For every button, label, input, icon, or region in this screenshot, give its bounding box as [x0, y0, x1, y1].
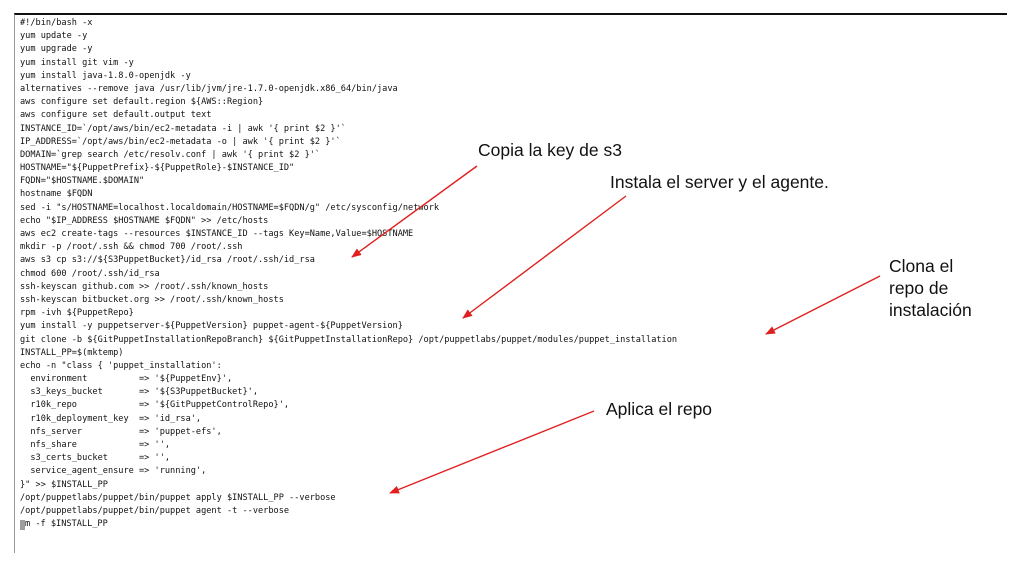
- code-line: IP_ADDRESS=`/opt/aws/bin/ec2-metadata -o…: [20, 136, 341, 147]
- code-line: nfs_server => 'puppet-efs',: [20, 426, 222, 437]
- code-line: r10k_repo => '${GitPuppetControlRepo}',: [20, 400, 290, 411]
- code-line: aws s3 cp s3://${S3PuppetBucket}/id_rsa …: [20, 255, 315, 266]
- text-cursor: [20, 519, 25, 530]
- annotation-install-server: Instala el server y el agente.: [610, 172, 829, 192]
- code-line: /opt/puppetlabs/puppet/bin/puppet apply …: [20, 492, 336, 503]
- code-line: yum install java-1.8.0-openjdk -y: [20, 70, 191, 81]
- code-line: chmod 600 /root/.ssh/id_rsa: [20, 268, 160, 279]
- code-line: aws configure set default.output text: [20, 110, 212, 121]
- annotation-clone-repo-line: Clona el: [889, 256, 954, 276]
- code-line: aws configure set default.region ${AWS::…: [20, 97, 264, 108]
- code-line: alternatives --remove java /usr/lib/jvm/…: [20, 83, 398, 94]
- annotation-apply-repo: Aplica el repo: [606, 399, 713, 419]
- terminal-window[interactable]: #!/bin/bash -x yum update -y yum upgrade…: [14, 13, 1007, 553]
- code-line: yum install -y puppetserver-${PuppetVers…: [20, 321, 403, 332]
- code-line-with-cursor: m -f $INSTALL_PP: [20, 518, 677, 531]
- code-line: INSTALL_PP=$(mktemp): [20, 347, 124, 358]
- code-line: ssh-keyscan bitbucket.org >> /root/.ssh/…: [20, 294, 284, 305]
- annotation-clone-repo-line: instalación: [889, 300, 972, 320]
- code-line: echo "$IP_ADDRESS $HOSTNAME $FQDN" >> /e…: [20, 215, 269, 226]
- code-line-text: m -f $INSTALL_PP: [25, 519, 108, 530]
- code-line: #!/bin/bash -x: [20, 18, 93, 28]
- code-line: service_agent_ensure => 'running',: [20, 466, 207, 477]
- code-line: rpm -ivh ${PuppetRepo}: [20, 308, 134, 319]
- annotation-clone-repo: Clona el repo de instalación: [889, 255, 972, 321]
- annotation-clone-repo-line: repo de: [889, 278, 949, 298]
- code-line: yum install git vim -y: [20, 57, 134, 68]
- code-line: FQDN="$HOSTNAME.$DOMAIN": [20, 176, 145, 187]
- code-line: ssh-keyscan github.com >> /root/.ssh/kno…: [20, 281, 269, 292]
- code-line: s3_keys_bucket => '${S3PuppetBucket}',: [20, 387, 258, 398]
- script-listing: #!/bin/bash -x yum update -y yum upgrade…: [20, 17, 677, 531]
- code-line: environment => '${PuppetEnv}',: [20, 374, 233, 385]
- code-line: r10k_deployment_key => 'id_rsa',: [20, 413, 202, 424]
- code-line: sed -i "s/HOSTNAME=localhost.localdomain…: [20, 202, 440, 213]
- code-line: aws ec2 create-tags --resources $INSTANC…: [20, 229, 414, 239]
- code-line: DOMAIN=`grep search /etc/resolv.conf | a…: [20, 149, 321, 160]
- code-line: echo -n "class { 'puppet_installation':: [20, 360, 222, 371]
- code-line: mkdir -p /root/.ssh && chmod 700 /root/.…: [20, 242, 243, 253]
- code-line: INSTANCE_ID=`/opt/aws/bin/ec2-metadata -…: [20, 123, 346, 134]
- code-line: git clone -b ${GitPuppetInstallationRepo…: [20, 334, 678, 345]
- code-line: yum upgrade -y: [20, 44, 93, 55]
- code-line: hostname $FQDN: [20, 189, 93, 200]
- code-line: s3_certs_bucket => '',: [20, 453, 171, 464]
- code-line: }" >> $INSTALL_PP: [20, 479, 108, 490]
- code-line: HOSTNAME="${PuppetPrefix}-${PuppetRole}-…: [20, 163, 295, 174]
- code-line: yum update -y: [20, 31, 88, 42]
- code-line: nfs_share => '',: [20, 440, 171, 450]
- code-line: /opt/puppetlabs/puppet/bin/puppet agent …: [20, 505, 290, 516]
- annotation-copy-key: Copia la key de s3: [478, 140, 622, 160]
